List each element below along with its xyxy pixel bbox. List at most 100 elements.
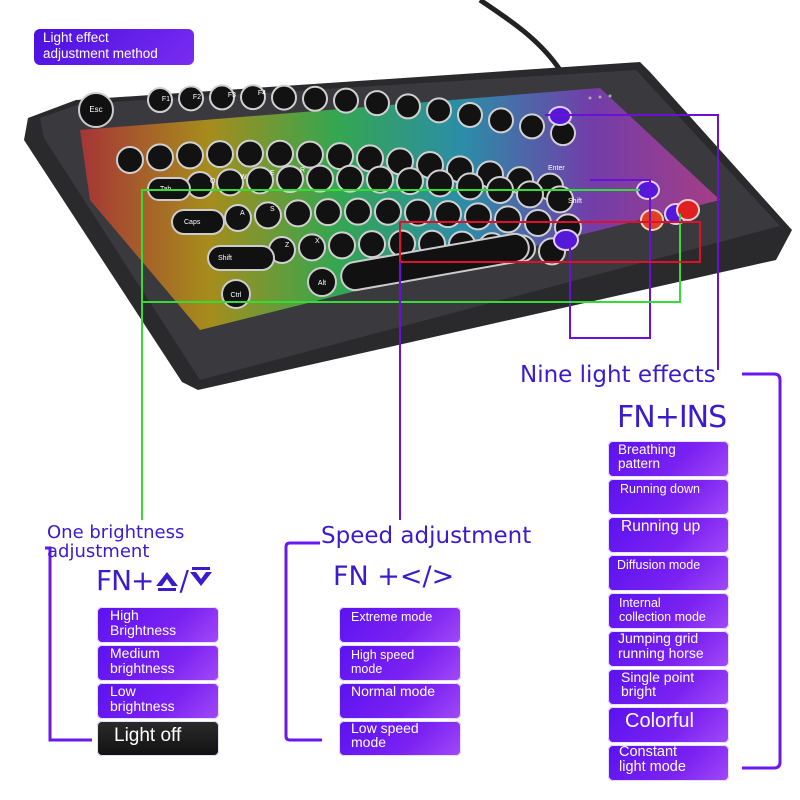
low-speed-mode-button[interactable]: Low speed mode bbox=[339, 721, 461, 756]
effect-breathing-label: Breathing pattern bbox=[618, 442, 676, 471]
effect-running-down-button[interactable]: Running down bbox=[608, 479, 729, 515]
speed-callout-box bbox=[399, 221, 701, 263]
keycap bbox=[254, 201, 282, 230]
brightness-slash: / bbox=[179, 564, 189, 597]
keycap bbox=[314, 198, 342, 227]
keycap bbox=[216, 168, 244, 197]
effect-internal-collection-button[interactable]: Internal collection mode bbox=[608, 593, 729, 629]
keycap bbox=[296, 140, 324, 169]
ctrl-key-label: Ctrl bbox=[231, 292, 242, 299]
effect-running-up-label: Running up bbox=[621, 518, 701, 535]
keycap bbox=[457, 102, 483, 128]
keycap bbox=[404, 198, 432, 227]
keycap bbox=[464, 202, 492, 231]
keycap bbox=[266, 139, 294, 168]
keycap bbox=[271, 84, 297, 111]
keycap bbox=[146, 143, 174, 172]
light-off-button[interactable]: Light off bbox=[97, 721, 219, 756]
f3-key-label: F3 bbox=[228, 92, 236, 99]
x-key-label: X bbox=[315, 238, 320, 245]
extreme-mode-button[interactable]: Extreme mode bbox=[339, 607, 461, 643]
caps-key-label: Caps bbox=[184, 219, 201, 226]
effect-running-up-button[interactable]: Running up bbox=[608, 517, 729, 553]
arrow-up-icon bbox=[154, 566, 180, 599]
keycap bbox=[240, 84, 266, 111]
normal-mode-label: Normal mode bbox=[351, 683, 436, 699]
brightness-bracket bbox=[45, 546, 92, 742]
low-brightness-button[interactable]: Low brightness bbox=[97, 683, 219, 719]
s-key-label: S bbox=[270, 206, 275, 213]
keycap bbox=[328, 231, 356, 260]
high-brightness-button[interactable]: High Brightness bbox=[97, 607, 219, 643]
effect-colorful-label: Colorful bbox=[625, 710, 694, 732]
speed-bracket bbox=[284, 541, 322, 742]
keycap bbox=[366, 165, 394, 194]
fn-key-highlight bbox=[553, 229, 579, 251]
shift-key-label: Shift bbox=[218, 255, 232, 262]
normal-mode-button[interactable]: Normal mode bbox=[339, 683, 461, 719]
effect-running-down-label: Running down bbox=[620, 482, 700, 496]
keycap bbox=[276, 165, 304, 194]
high-speed-mode-label: High speed mode bbox=[351, 648, 415, 676]
keycap bbox=[519, 113, 545, 140]
medium-brightness-button[interactable]: Medium brightness bbox=[97, 645, 219, 681]
keycap bbox=[336, 164, 364, 193]
keycap bbox=[298, 233, 326, 262]
keycap bbox=[116, 146, 144, 174]
keycap bbox=[178, 85, 204, 112]
keycap bbox=[224, 204, 252, 232]
f2-key-label: F2 bbox=[193, 94, 201, 101]
effect-jumping-grid-button[interactable]: Jumping grid running horse bbox=[608, 631, 729, 667]
effect-colorful-button[interactable]: Colorful bbox=[608, 707, 729, 743]
keycap bbox=[358, 230, 386, 259]
up-key-highlight bbox=[636, 180, 660, 200]
right-shift-key-label: Shift bbox=[568, 198, 582, 205]
e-key-label: E bbox=[270, 170, 275, 177]
low-brightness-label: Low brightness bbox=[110, 683, 175, 714]
keycap bbox=[176, 141, 204, 170]
z-key-label: Z bbox=[285, 242, 290, 249]
keycap bbox=[302, 85, 328, 112]
keycap bbox=[209, 84, 235, 111]
effect-constant-light-label: Constant light mode bbox=[619, 745, 686, 775]
keycap bbox=[306, 164, 334, 193]
effect-jumping-grid-label: Jumping grid running horse bbox=[618, 631, 704, 661]
light-off-label: Light off bbox=[114, 725, 182, 746]
effect-diffusion-button[interactable]: Diffusion mode bbox=[608, 555, 729, 591]
effect-breathing-button[interactable]: Breathing pattern bbox=[608, 441, 729, 477]
keycap bbox=[374, 197, 402, 226]
keycap bbox=[456, 172, 484, 201]
arrow-down-icon bbox=[188, 566, 214, 599]
keycap bbox=[236, 139, 264, 168]
medium-brightness-label: Medium brightness bbox=[110, 645, 175, 676]
high-brightness-label: High Brightness bbox=[110, 607, 177, 638]
effects-callout-line bbox=[545, 114, 719, 370]
keycap bbox=[434, 200, 462, 229]
effect-constant-light-button[interactable]: Constant light mode bbox=[608, 745, 729, 781]
brightness-shortcut: FN+ / bbox=[96, 564, 214, 599]
f1-key-label: F1 bbox=[162, 96, 170, 103]
enter-key-label: Enter bbox=[548, 165, 565, 172]
keycap bbox=[333, 87, 359, 114]
brightness-shortcut-text: FN+ bbox=[96, 564, 155, 597]
keycap bbox=[426, 97, 452, 124]
keycap bbox=[206, 140, 234, 169]
r-key-label: R bbox=[300, 167, 305, 174]
effect-single-point-button[interactable]: Single point bright bbox=[608, 669, 729, 705]
extreme-mode-label: Extreme mode bbox=[351, 610, 433, 624]
effect-single-point-label: Single point bright bbox=[621, 669, 695, 699]
keycap bbox=[494, 205, 522, 234]
keycap bbox=[246, 166, 274, 195]
a-key-label: A bbox=[240, 210, 245, 217]
keycap bbox=[364, 90, 390, 117]
high-speed-mode-button[interactable]: High speed mode bbox=[339, 645, 461, 681]
keycap bbox=[284, 199, 312, 228]
q-key-label: Q bbox=[210, 178, 216, 185]
keycap bbox=[344, 197, 372, 226]
light-effect-tag: Light effect adjustment method bbox=[34, 29, 194, 65]
brightness-callout-line bbox=[141, 189, 640, 520]
alt-key-label: Alt bbox=[318, 280, 326, 287]
effects-title: Nine light effects bbox=[520, 362, 716, 388]
keycap bbox=[546, 185, 574, 214]
keycap bbox=[396, 167, 424, 196]
